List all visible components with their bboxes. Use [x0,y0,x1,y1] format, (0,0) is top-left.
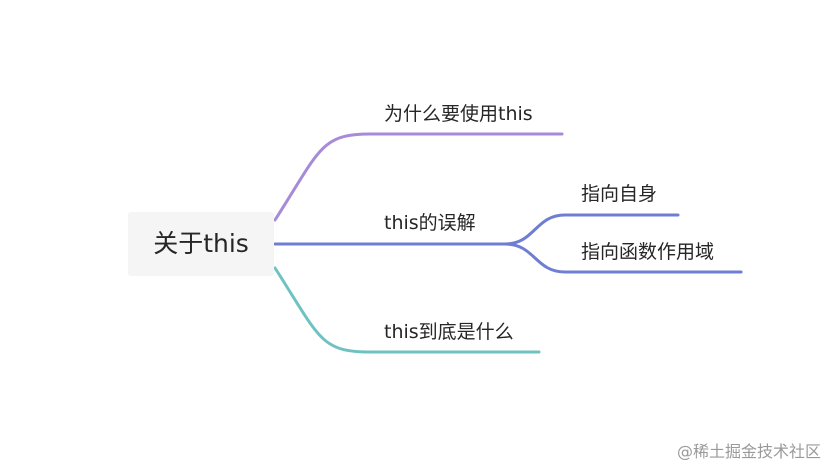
child-node-label[interactable]: 指向自身 [581,183,658,205]
connector-branch-2-child-1 [503,213,567,246]
connector-branch-2-child-2 [503,242,567,274]
connector-root-branch-3 [273,266,372,354]
branch-node-label[interactable]: this的误解 [384,212,476,234]
connector-root-branch-1 [273,132,372,222]
root-node-label: 关于this [153,229,249,258]
watermark-text: @稀土掘金技术社区 [676,442,821,461]
root-node[interactable]: 关于this [128,212,274,276]
branch-node-label[interactable]: 为什么要使用this [384,103,533,125]
branch-node-label[interactable]: this到底是什么 [384,321,514,343]
child-node-label[interactable]: 指向函数作用域 [581,241,715,263]
